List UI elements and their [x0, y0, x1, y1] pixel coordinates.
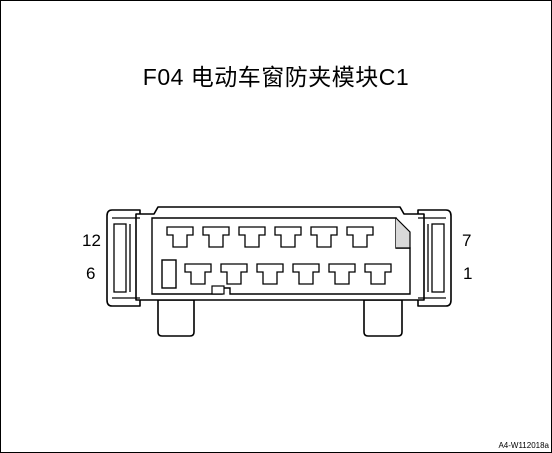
mounting-foot-left	[157, 299, 195, 337]
pin-label-12: 12	[82, 231, 101, 250]
terminal-top-5	[310, 226, 338, 248]
terminal-top-6	[346, 226, 374, 248]
terminal-bottom-1	[184, 263, 212, 285]
figure-code: A4-W112018a	[498, 441, 549, 450]
pin-label-7: 7	[462, 231, 472, 250]
latch-right	[417, 209, 452, 307]
terminal-top-1	[166, 226, 194, 248]
terminal-top-4	[274, 226, 302, 248]
mounting-foot-right	[363, 299, 403, 337]
latch-left	[106, 209, 141, 307]
pin-label-6: 6	[86, 264, 96, 283]
terminal-top-3	[238, 226, 266, 248]
terminal-bottom-3	[256, 263, 284, 285]
key-slot	[161, 259, 177, 289]
terminal-bottom-6	[364, 263, 392, 285]
terminal-bottom-2	[220, 263, 248, 285]
pin-label-1: 1	[463, 264, 473, 283]
terminal-bottom-4	[292, 263, 320, 285]
diagram-title: F04 电动车窗防夹模块C1	[142, 64, 410, 90]
terminal-top-2	[202, 226, 230, 248]
terminals-group	[166, 226, 392, 285]
terminal-bottom-5	[328, 263, 356, 285]
polarization-notch	[211, 285, 225, 295]
